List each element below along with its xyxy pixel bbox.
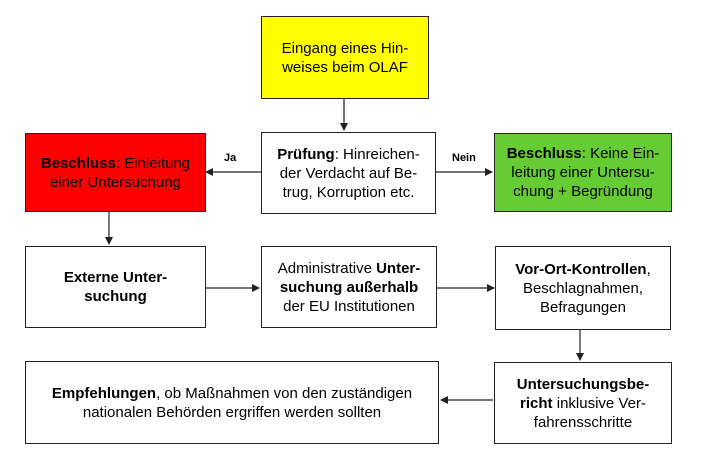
bericht-rest2: inklusive Ver- xyxy=(552,394,646,412)
vorort-line3: Befragungen xyxy=(540,298,626,316)
beschluss-ja-line2: einer Untersuchung xyxy=(50,173,181,191)
box-externe-untersuchung: Externe Unter- suchung xyxy=(25,246,206,328)
beschluss-nein-line2: leitung einer Untersu- xyxy=(511,164,655,181)
box-eingang-hinweis: Eingang eines Hin- weises beim OLAF xyxy=(261,16,429,99)
box-beschluss-einleitung: Beschluss: Einleitung einer Untersuchung xyxy=(25,133,206,212)
admin-plain1: Administrative xyxy=(277,259,377,277)
pruefung-rest1: : Hinreichen- xyxy=(334,145,420,163)
box-vor-ort-kontrollen: Vor-Ort-Kontrollen, Beschlagnahmen, Befr… xyxy=(495,246,671,330)
extern-line1: Externe Unter- xyxy=(63,269,168,286)
box-untersuchungsbericht: Untersuchungsbe- richt inklusive Ver- fa… xyxy=(494,362,672,444)
vorort-bold: Vor-Ort-Kontrollen xyxy=(515,260,647,278)
empfehlungen-rest1: , ob Maßnahmen von den zuständigen xyxy=(156,384,413,402)
bericht-bold1: Untersuchungsbe- xyxy=(516,375,650,393)
beschluss-nein-rest1: : Keine Ein- xyxy=(581,145,660,162)
label-ja: Ja xyxy=(224,152,237,164)
beschluss-nein-line3: chung + Begründung xyxy=(513,183,653,200)
eingang-line1: Eingang eines Hin- xyxy=(281,39,409,57)
empfehlungen-bold: Empfehlungen xyxy=(51,384,157,402)
bericht-bold2: richt xyxy=(520,394,553,412)
box-beschluss-keine-einleitung: Beschluss: Keine Ein- leitung einer Unte… xyxy=(494,133,672,212)
eingang-line2: weises beim OLAF xyxy=(282,58,408,76)
beschluss-ja-rest1: : Einleitung xyxy=(115,154,191,172)
beschluss-nein-bold: Beschluss xyxy=(506,145,582,162)
box-empfehlungen: Empfehlungen, ob Maßnahmen von den zustä… xyxy=(25,361,439,444)
beschluss-ja-bold: Beschluss xyxy=(40,154,116,172)
vorort-rest1: , xyxy=(646,260,651,278)
label-nein: Nein xyxy=(452,152,476,164)
extern-line2: suchung xyxy=(84,288,147,305)
box-pruefung: Prüfung: Hinreichen- der Verdacht auf Be… xyxy=(261,132,436,214)
vorort-line2: Beschlagnahmen, xyxy=(522,279,644,297)
box-administrative-untersuchung: Administrative Unter- suchung außerhalb … xyxy=(261,246,437,328)
pruefung-line3: trug, Korruption etc. xyxy=(282,183,415,201)
bericht-line3: fahrensschritte xyxy=(533,413,633,431)
admin-bold2: suchung außerhalb xyxy=(279,278,419,296)
pruefung-line2: der Verdacht auf Be- xyxy=(279,164,418,182)
pruefung-bold: Prüfung xyxy=(277,145,335,163)
admin-bold1: Unter- xyxy=(376,259,421,277)
admin-line3: der EU Institutionen xyxy=(283,297,415,315)
empfehlungen-line2: nationalen Behörden ergriffen werden sol… xyxy=(82,403,382,421)
